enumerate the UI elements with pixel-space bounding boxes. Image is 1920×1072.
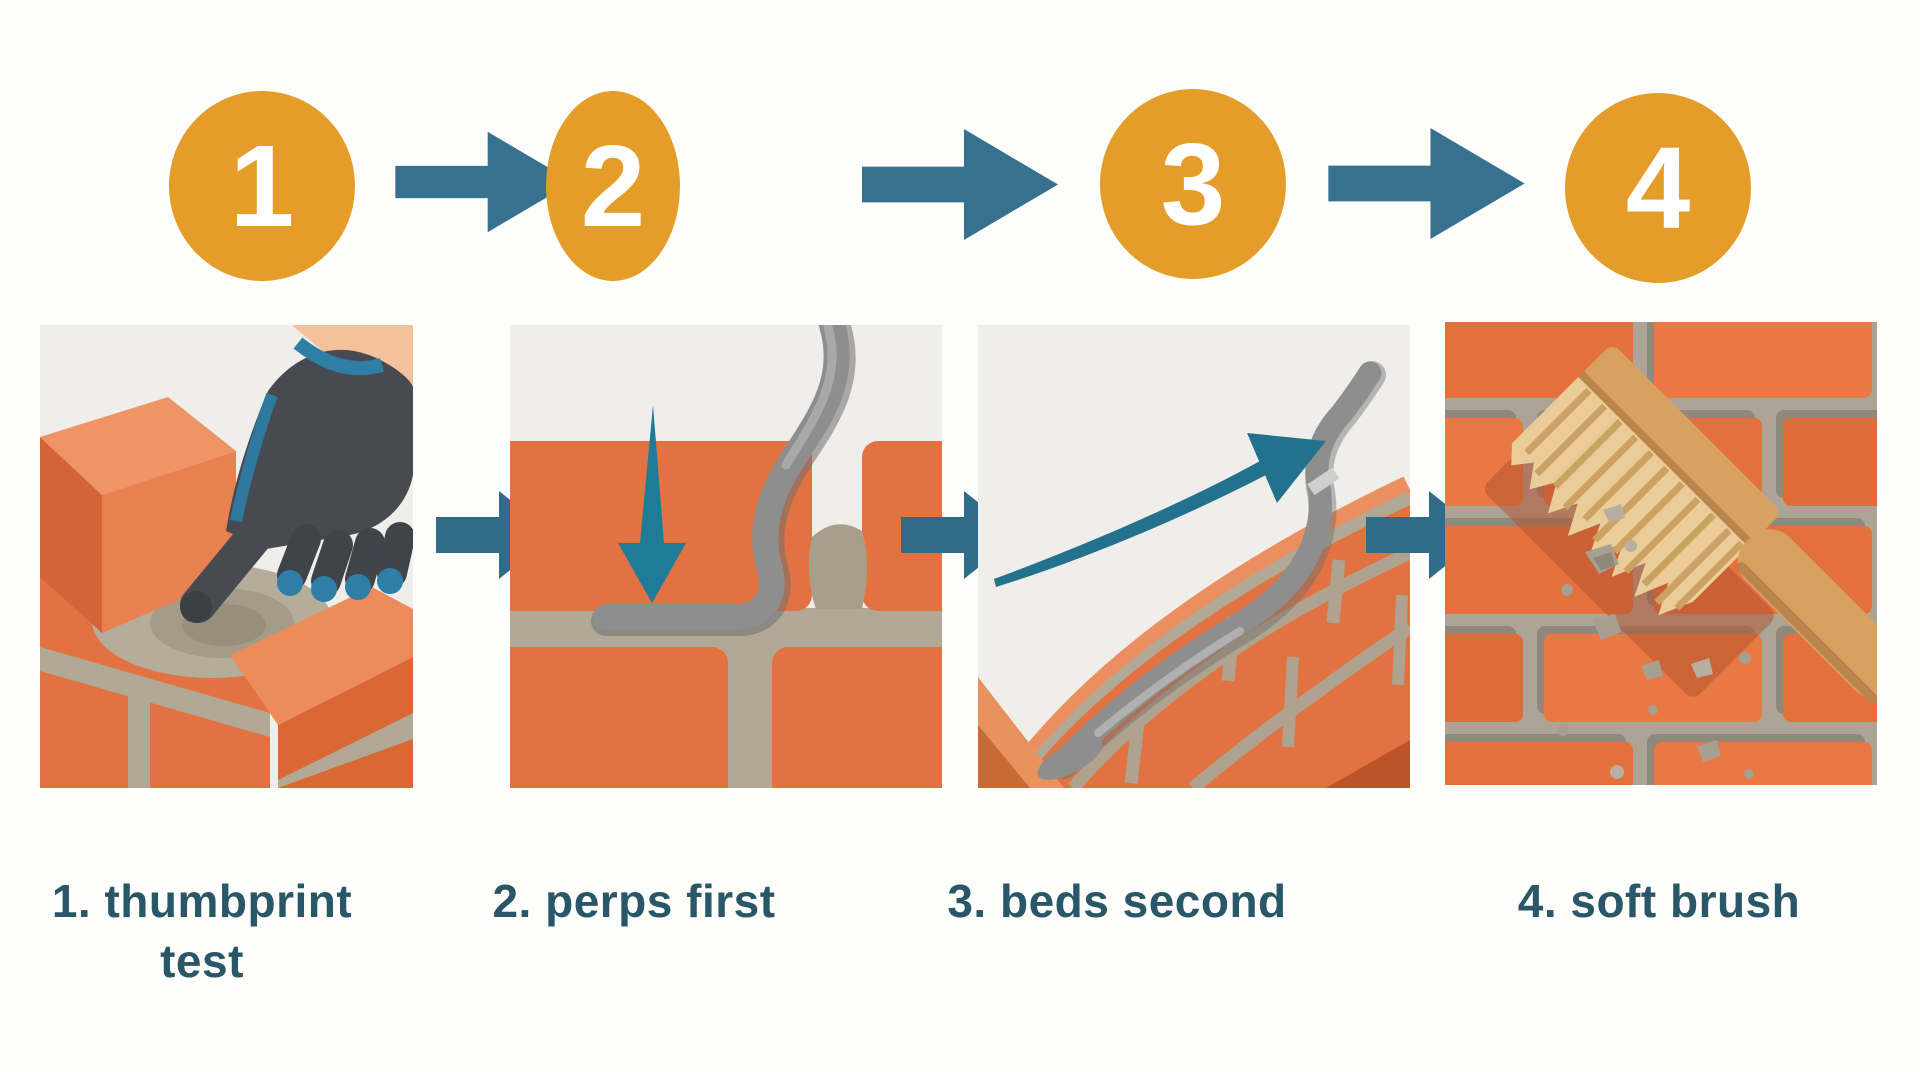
brick: [230, 587, 413, 788]
step-number-2: 2: [580, 121, 646, 251]
arrow-down-icon: [618, 405, 686, 603]
jointer-tool: [591, 325, 856, 636]
step-number-4: 4: [1625, 123, 1691, 253]
arrow-right-icon: [1328, 127, 1525, 240]
step-label-3: 3. beds second: [947, 875, 1287, 927]
panel-beds-second: [978, 325, 1410, 788]
brush-handle: [1737, 529, 1877, 699]
step-badge-4: 4: [1565, 93, 1751, 283]
step-badge-1: 1: [169, 91, 355, 281]
arrow-up-right-icon: [994, 433, 1326, 587]
panel-perps-first: [510, 325, 942, 788]
mortar-squeeze: [808, 524, 867, 609]
step-badge-3: 3: [1100, 89, 1286, 279]
step-badge-2: 2: [546, 91, 680, 281]
panel-thumbprint-test: [40, 325, 413, 788]
brush-wood-block: [1582, 347, 1778, 543]
arrow-right-icon: [395, 131, 573, 233]
soft-brush: [1484, 347, 1877, 703]
step-number-3: 3: [1160, 119, 1226, 249]
jointer-tool: [1037, 361, 1386, 780]
step-label-4: 4. soft brush: [1517, 875, 1801, 927]
gloved-hand: [180, 325, 413, 623]
mortar-debris: [1557, 504, 1754, 779]
arrow-right-icon: [862, 129, 1059, 240]
step-label-1: 1. thumbprint test: [51, 875, 353, 987]
glove-cuff: [293, 337, 384, 376]
step-label-2: 2. perps first: [492, 875, 776, 927]
step-number-1: 1: [229, 121, 295, 251]
panel-soft-brush: [1445, 322, 1877, 785]
